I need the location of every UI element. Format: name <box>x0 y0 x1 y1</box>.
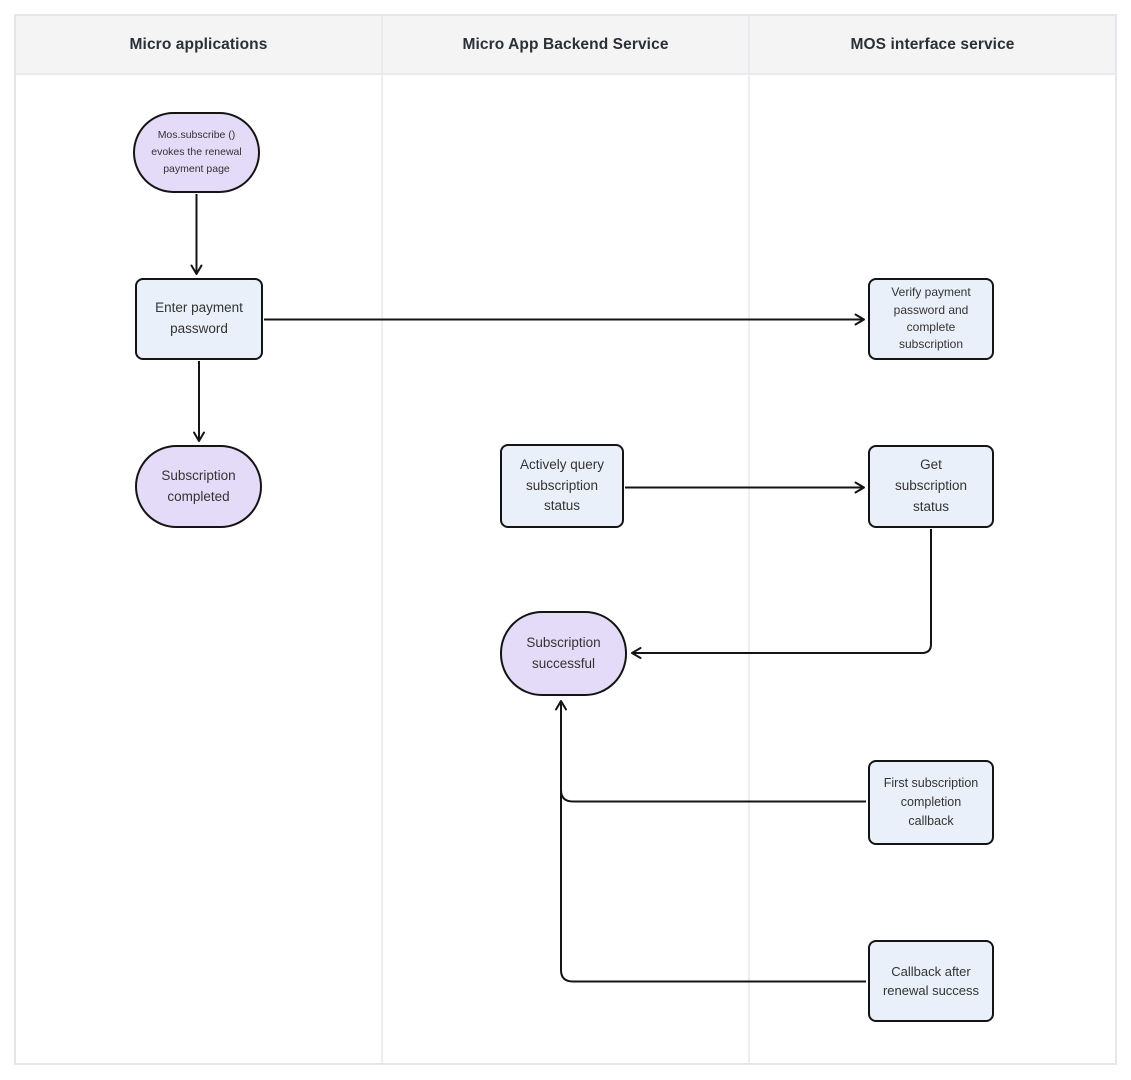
node-enter-payment-password-label: Enter payment password <box>155 300 243 336</box>
node-subscription-completed: Subscription completed <box>135 445 262 528</box>
node-subscription-successful: Subscription successful <box>500 611 627 696</box>
node-first-subscription-callback-label: First subscription completion callback <box>883 776 979 828</box>
node-renewal-success-callback: Callback after renewal success <box>868 940 994 1022</box>
lane-column-mos-interface-service <box>750 75 1115 1063</box>
lane-column-micro-app-backend-service <box>383 75 750 1063</box>
lane-title-micro-applications: Micro applications <box>129 35 268 53</box>
node-mos-subscribe-label: Mos.subscribe () evokes the renewal paym… <box>151 129 242 175</box>
node-subscription-completed-label: Subscription completed <box>161 467 236 504</box>
lane-header-micro-app-backend-service: Micro App Backend Service <box>383 16 750 73</box>
node-renewal-success-callback-label: Callback after renewal success <box>882 963 980 999</box>
node-enter-payment-password: Enter payment password <box>135 278 263 360</box>
lane-body-row <box>16 75 1115 1063</box>
lane-title-micro-app-backend-service: Micro App Backend Service <box>462 35 669 53</box>
lane-header-row: Micro applications Micro App Backend Ser… <box>16 16 1115 75</box>
node-actively-query-status: Actively query subscription status <box>500 444 624 528</box>
lane-title-mos-interface-service: MOS interface service <box>850 35 1015 53</box>
node-actively-query-status-label: Actively query subscription status <box>519 456 605 514</box>
node-first-subscription-callback: First subscription completion callback <box>868 760 994 845</box>
lane-column-micro-applications <box>16 75 383 1063</box>
node-mos-subscribe: Mos.subscribe () evokes the renewal paym… <box>133 112 260 193</box>
node-subscription-successful-label: Subscription successful <box>526 634 601 671</box>
node-verify-payment-password: Verify payment password and complete sub… <box>868 278 994 360</box>
node-verify-payment-password-label: Verify payment password and complete sub… <box>891 285 971 352</box>
lane-header-mos-interface-service: MOS interface service <box>750 16 1115 73</box>
lane-header-micro-applications: Micro applications <box>16 16 383 73</box>
node-get-subscription-status-label: Get subscription status <box>894 457 968 514</box>
node-get-subscription-status: Get subscription status <box>868 445 994 528</box>
